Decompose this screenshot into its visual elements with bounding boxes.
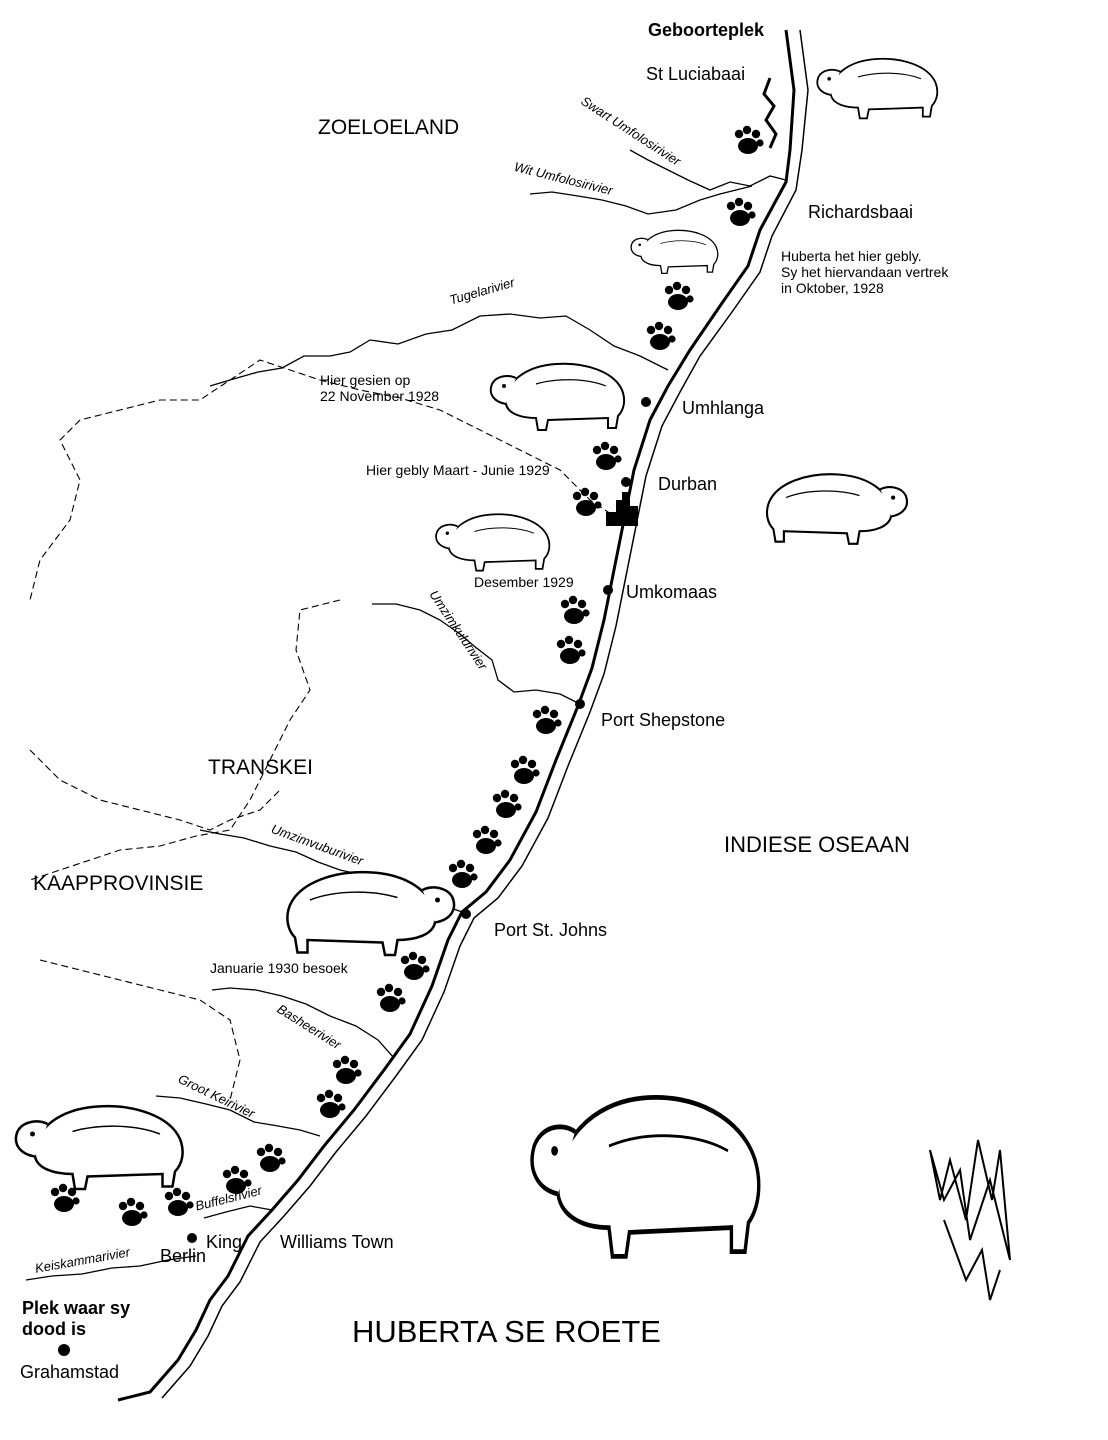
- footprint-icon: [560, 595, 590, 624]
- map-title: HUBERTA SE ROETE: [352, 1314, 661, 1349]
- richards-bay-note: Huberta het hier gebly. Sy het hiervanda…: [781, 248, 949, 297]
- footprint-icon: [332, 1055, 362, 1084]
- port-shepstone-label: Port Shepstone: [601, 710, 726, 730]
- footprint-icon: [118, 1197, 148, 1226]
- footprint-icon: [376, 983, 406, 1012]
- cape-label: KAAPPROVINSIE: [33, 872, 204, 895]
- transkei-border: [29, 359, 621, 601]
- footprint-icon: [556, 635, 586, 664]
- transkei-label: TRANSKEI: [208, 756, 314, 779]
- buffels-river: [203, 1205, 273, 1219]
- footprint-icon: [400, 951, 430, 980]
- town-dot-icon: [603, 585, 613, 595]
- natal-border-west: [29, 599, 341, 881]
- hippo-icon-durban: [765, 473, 909, 545]
- footprint-icon: [734, 125, 764, 154]
- coastline-inner: [161, 29, 809, 1399]
- town-dot-icon: [575, 699, 585, 709]
- black-umfolozi-river: [629, 149, 787, 191]
- town-dot-icon: [58, 1344, 70, 1356]
- durban-label: Durban: [658, 474, 718, 494]
- king-label: King: [206, 1232, 243, 1252]
- umhlanga-label: Umhlanga: [682, 398, 765, 418]
- borders: [29, 359, 621, 1101]
- town-dot-icon: [461, 909, 471, 919]
- durban-city-icon: [606, 492, 638, 526]
- port-st-johns-label: Port St. Johns: [494, 920, 608, 940]
- town-dot-icon: [621, 477, 631, 487]
- keiskamma-river: [25, 1255, 197, 1281]
- kei-border: [39, 959, 241, 1101]
- january-note: Januarie 1930 besoek: [210, 960, 348, 976]
- hippo-icon-port-st-johns: [286, 870, 456, 957]
- ocean-label: INDIESE OSEAAN: [724, 832, 910, 857]
- umhlanga-note: Hier gesien op 22 November 1928: [320, 372, 440, 405]
- williams-town-label: Williams Town: [280, 1232, 394, 1252]
- footprint-icon: [592, 441, 622, 470]
- death-place-heading: Plek waar sy dood is: [22, 1298, 131, 1339]
- umkomaas-label: Umkomaas: [626, 582, 718, 602]
- cape-border: [29, 749, 281, 831]
- town-dot-icon: [641, 397, 651, 407]
- footprint-icon: [664, 281, 694, 310]
- st-lucia-lake: [762, 77, 778, 149]
- hippo-icon-portrait: [532, 1097, 759, 1256]
- hippo-icon-grahamstown: [14, 1104, 184, 1191]
- st-lucia-label: St Luciabaai: [646, 64, 746, 84]
- footprint-icon: [532, 705, 562, 734]
- footprint-icon: [316, 1089, 346, 1118]
- footprint-icon: [256, 1143, 286, 1172]
- richards-bay-label: Richardsbaai: [808, 202, 914, 222]
- hippo-icon-birthplace: [816, 57, 939, 120]
- north-arrow-icon: [929, 1139, 1011, 1301]
- white-umfolozi-river: [529, 185, 753, 215]
- zululand-label: ZOELOELAND: [318, 116, 460, 139]
- town-dot-icon: [187, 1233, 197, 1243]
- footprint-icon: [448, 859, 478, 888]
- birthplace-heading: Geboorteplek: [648, 20, 765, 40]
- coastline: [117, 29, 796, 1402]
- footprint-icon: [492, 789, 522, 818]
- hippo-icon-umhlanga: [489, 362, 626, 431]
- footprint-icon: [726, 197, 756, 226]
- great-kei-river: [155, 1095, 321, 1137]
- durban-note: Hier gebly Maart - Junie 1929: [366, 462, 550, 478]
- footprint-icon: [472, 825, 502, 854]
- tugela-river: [209, 313, 669, 387]
- bashee-river: [211, 987, 395, 1059]
- footprint-icon: [510, 755, 540, 784]
- hippo-icon-richards-bay: [630, 229, 719, 275]
- grahamstown-label: Grahamstad: [20, 1362, 120, 1382]
- umzimkulu-river: [372, 603, 581, 705]
- footprint-icon: [572, 487, 602, 516]
- footprint-icon: [646, 321, 676, 350]
- december-note: Desember 1929: [474, 574, 574, 590]
- town-dots: [58, 397, 651, 1356]
- berlin-label: Berlin: [160, 1246, 207, 1266]
- footprint-icon: [164, 1187, 194, 1216]
- hippo-icon-december: [435, 513, 551, 572]
